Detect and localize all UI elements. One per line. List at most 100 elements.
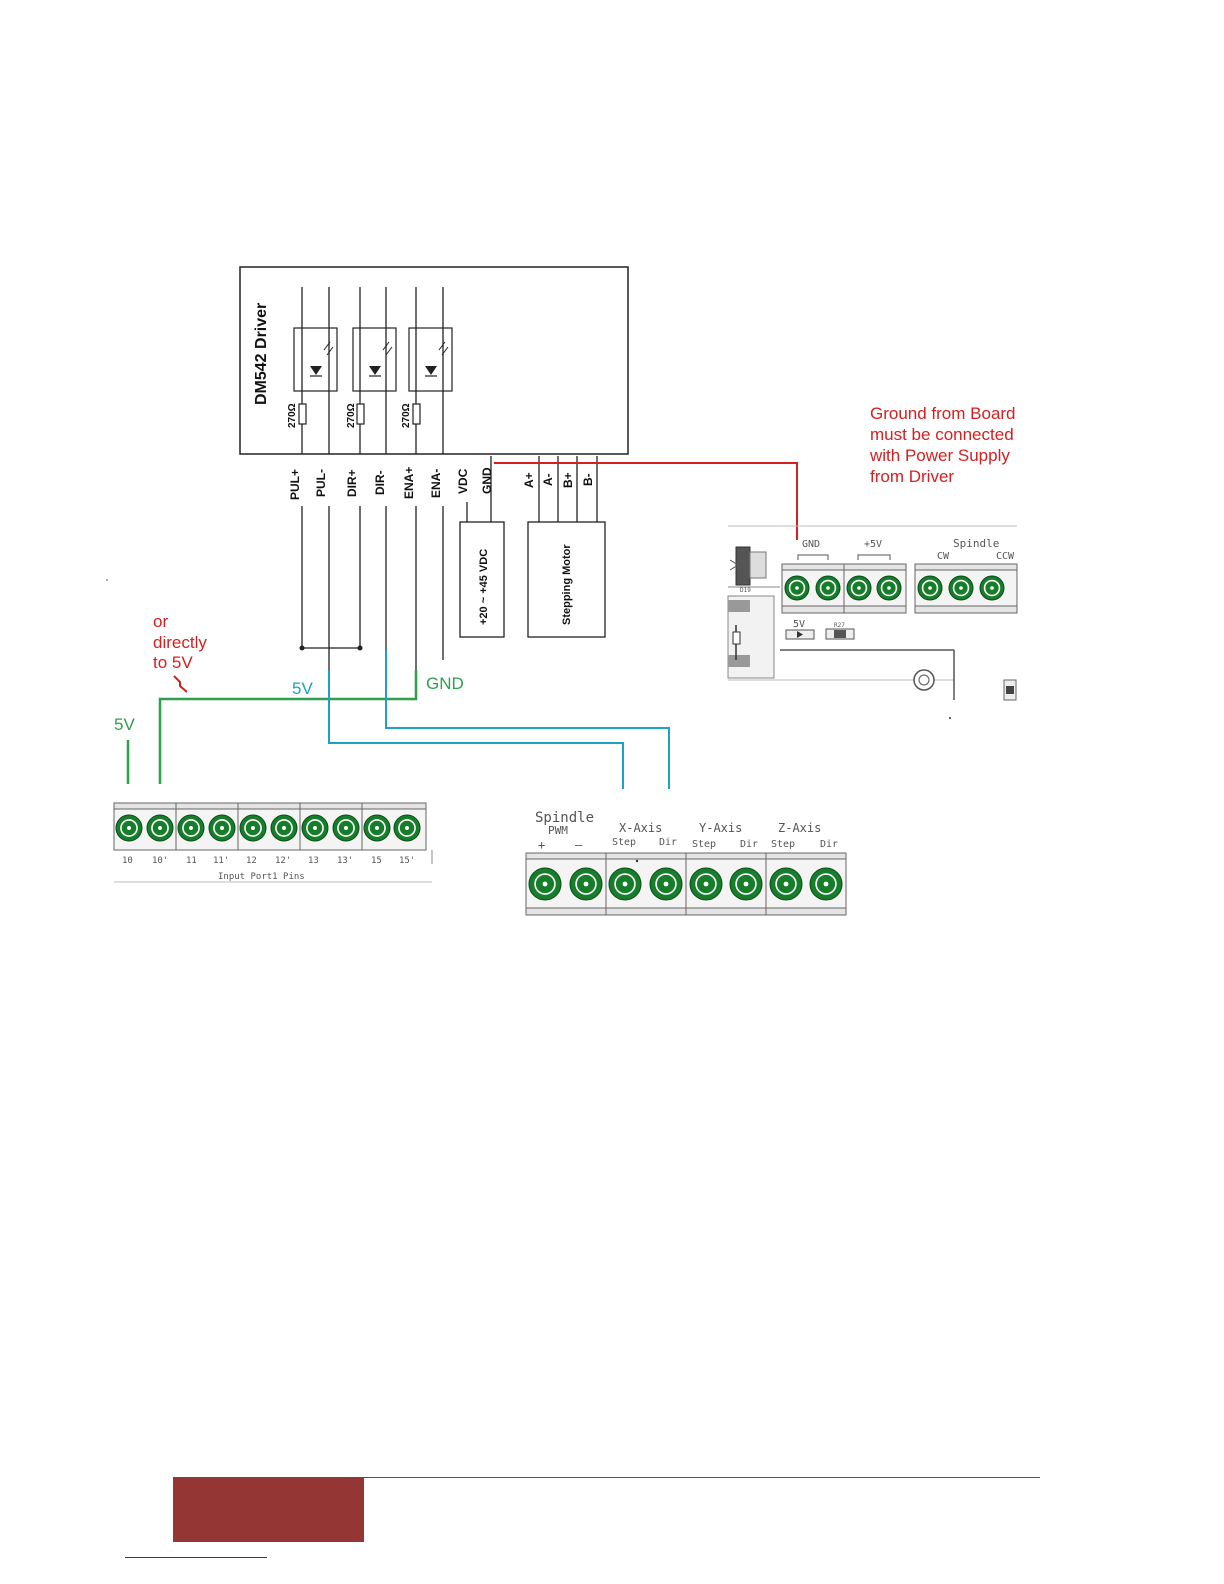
screw-terminal <box>608 867 642 901</box>
directly-note-line-3: to 5V <box>153 653 193 672</box>
screw-terminal <box>115 814 143 842</box>
mounting-hole-icon <box>913 669 935 691</box>
output-port-labels: Spindle PWM + – X-Axis Y-Axis Z-Axis Ste… <box>535 810 838 852</box>
output-plus-label: + <box>538 838 545 852</box>
resistor-1 <box>298 403 307 425</box>
pin-label-ena-minus: ENA- <box>429 469 443 498</box>
input-pin-label: 11' <box>213 856 229 866</box>
output-y-step-label: Step <box>692 839 716 850</box>
screw-terminal <box>208 814 236 842</box>
junction-dot-2 <box>357 645 363 651</box>
screw-terminal <box>784 575 810 601</box>
pin-label-a-minus: A- <box>541 473 555 486</box>
power-supply-label: +20 ~ +45 VDC <box>478 549 490 625</box>
output-x-axis-label: X-Axis <box>619 821 662 835</box>
input-pin-label: 12' <box>275 856 291 866</box>
directly-note-line-1: or <box>153 612 168 631</box>
board-spindle-label: Spindle <box>953 537 999 550</box>
board-cw-label: CW <box>937 551 950 562</box>
optocoupler-3 <box>408 327 453 392</box>
junction-dot-1 <box>299 645 305 651</box>
screw-terminal <box>332 814 360 842</box>
stepping-motor-box <box>527 521 606 638</box>
board-ccw-label: CCW <box>996 551 1015 562</box>
optocoupler-2 <box>352 327 397 392</box>
resistor-3 <box>412 403 421 425</box>
screw-terminal <box>528 867 562 901</box>
screw-terminal <box>809 867 843 901</box>
output-z-axis-label: Z-Axis <box>778 821 821 835</box>
output-marker-dot <box>635 859 639 863</box>
pin-label-ena-plus: ENA+ <box>402 467 416 499</box>
driver-title: DM542 Driver <box>253 303 270 405</box>
screw-terminal <box>363 814 391 842</box>
footer-link-underline <box>125 1557 267 1558</box>
screw-terminal <box>569 867 603 901</box>
directly-note: or directly to 5V <box>153 612 207 672</box>
input-pin-label: 10' <box>152 856 168 866</box>
screw-terminal <box>979 575 1005 601</box>
pin-label-b-plus: B+ <box>561 472 575 488</box>
screw-terminal <box>393 814 421 842</box>
input-pin-label: 15' <box>399 856 415 866</box>
output-y-dir-label: Dir <box>740 839 758 850</box>
output-y-axis-label: Y-Axis <box>699 821 742 835</box>
footer-color-bar <box>173 1477 364 1542</box>
driver-box <box>239 266 629 455</box>
screw-terminal <box>815 575 841 601</box>
screw-terminal <box>177 814 205 842</box>
gnd-label-green: GND <box>426 674 464 693</box>
resistor-2 <box>356 403 365 425</box>
screw-terminal <box>846 575 872 601</box>
screw-terminal <box>948 575 974 601</box>
input-pin-label: 12 <box>246 856 257 866</box>
screw-terminal <box>769 867 803 901</box>
board-gnd-label: GND <box>802 539 820 550</box>
ground-wire-red <box>494 462 798 540</box>
stray-dot <box>106 579 108 581</box>
output-z-dir-label: Dir <box>820 839 838 850</box>
resistor-label-2: 270Ω <box>346 403 357 428</box>
board-r27-label: R27 <box>834 622 845 629</box>
screw-terminal <box>146 814 174 842</box>
screw-terminal <box>876 575 902 601</box>
ground-note-line-2: must be connected <box>870 425 1014 444</box>
directly-note-line-2: directly <box>153 633 207 652</box>
screw-terminal <box>917 575 943 601</box>
output-x-dir-label: Dir <box>659 837 677 848</box>
screw-terminal <box>649 867 683 901</box>
ground-note-line-4: from Driver <box>870 467 954 486</box>
step-wire-blue <box>328 670 624 789</box>
pin-label-b-minus: B- <box>581 473 595 486</box>
input-pin-label: 10 <box>122 856 133 866</box>
five-v-label-blue: 5V <box>292 679 313 698</box>
output-z-step-label: Step <box>771 839 795 850</box>
input-pin-label: 15 <box>371 856 382 866</box>
input-pin-label: 13' <box>337 856 353 866</box>
board-5v-label: 5V <box>793 619 805 630</box>
resistor-label-3: 270Ω <box>401 403 412 428</box>
output-x-step-label: Step <box>612 837 636 848</box>
stepping-motor-label: Stepping Motor <box>561 544 573 625</box>
pin-label-pul-minus: PUL- <box>314 469 328 497</box>
ground-note-line-3: with Power Supply <box>869 446 1010 465</box>
driver-signal-lines <box>301 287 444 454</box>
output-spindle-label: Spindle <box>535 810 594 826</box>
ground-note: Ground from Board must be connected with… <box>869 404 1016 486</box>
five-v-label-green: 5V <box>114 715 135 734</box>
board-excerpt <box>727 525 1018 719</box>
screw-terminal <box>270 814 298 842</box>
pin-label-pul-plus: PUL+ <box>288 469 302 500</box>
screw-terminal <box>301 814 329 842</box>
power-supply-box <box>459 521 505 638</box>
board-d19-label: D19 <box>740 587 751 594</box>
pin-label-a-plus: A+ <box>522 472 536 488</box>
board-plus5v-label: +5V <box>864 539 882 550</box>
driver-output-wires <box>301 456 598 670</box>
pin-label-dir-minus: DIR- <box>373 470 387 495</box>
input-pin-label: 13 <box>308 856 319 866</box>
screw-terminal <box>239 814 267 842</box>
output-pwm-label: PWM <box>548 824 568 837</box>
screw-terminal <box>689 867 723 901</box>
